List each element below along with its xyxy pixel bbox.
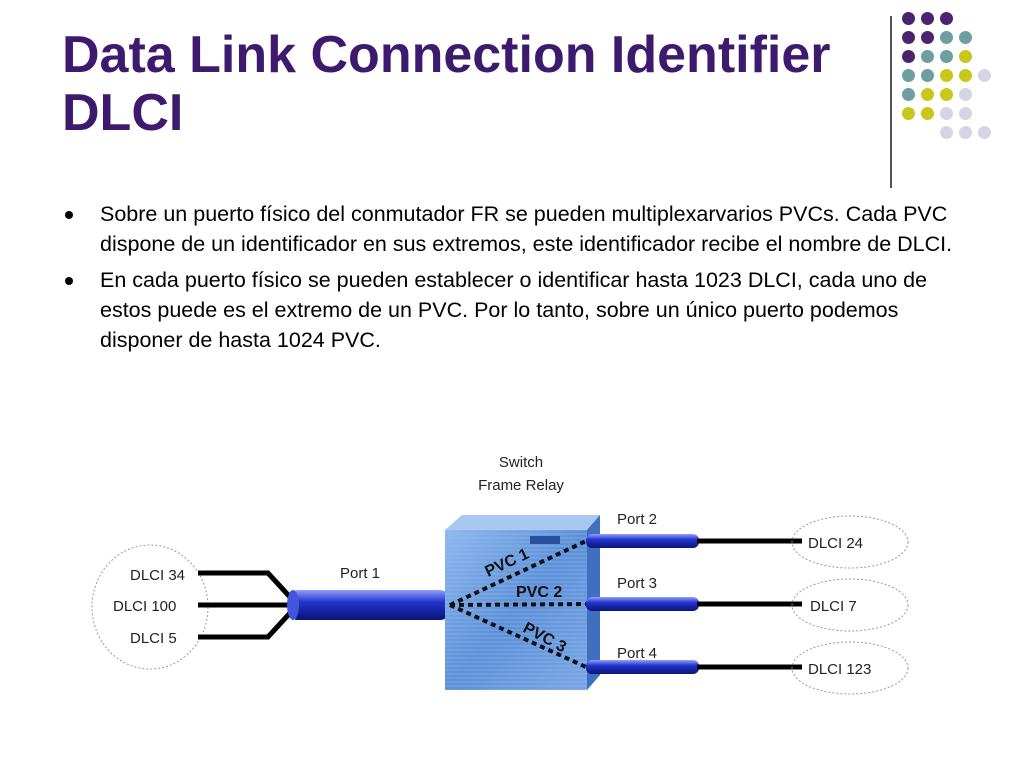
right-dlci-ellipse [791, 515, 909, 569]
port4-label: Port 4 [617, 645, 657, 662]
decor-dot [940, 69, 953, 82]
decor-dot [921, 12, 934, 25]
decor-dot [940, 126, 953, 139]
bullet-text: En cada puerto físico se pueden establec… [100, 268, 928, 352]
port2-label: Port 2 [617, 511, 657, 528]
decor-dot [940, 12, 953, 25]
decor-dot [959, 126, 972, 139]
title-line-1: Data Link Connection Identifier [62, 26, 831, 84]
decor-dot [940, 31, 953, 44]
port4-cable [586, 660, 699, 674]
switch-front-texture [445, 530, 587, 690]
port2-cable [586, 534, 699, 548]
bullet-item: Sobre un puerto físico del conmutador FR… [62, 199, 962, 259]
decor-dot [921, 31, 934, 44]
switch-top-face [445, 515, 600, 530]
left-dlci-label: DLCI 100 [113, 598, 176, 615]
bullet-list: Sobre un puerto físico del conmutador FR… [62, 199, 962, 361]
frame-relay-diagram: Switch Frame Relay DLCI 34 DLCI 100 DLCI… [91, 454, 909, 695]
title-line-2: DLCI [62, 84, 184, 142]
port3-label: Port 3 [617, 575, 657, 592]
switch-label-line-2: Frame Relay [478, 477, 564, 494]
decor-dot [902, 69, 915, 82]
decor-dot [959, 69, 972, 82]
decor-dot [902, 31, 915, 44]
decor-dot [921, 107, 934, 120]
decor-dot [921, 69, 934, 82]
decor-dot [959, 31, 972, 44]
title-divider-line [890, 16, 892, 188]
decor-dot [921, 50, 934, 63]
pvc2-label: PVC 2 [516, 584, 562, 601]
switch-display [530, 536, 560, 544]
bullet-text: Sobre un puerto físico del conmutador FR… [100, 202, 953, 256]
decor-dot [902, 50, 915, 63]
bullet-dot-icon [65, 277, 73, 285]
pvc2-path [449, 602, 587, 607]
bullet-item: En cada puerto físico se pueden establec… [62, 265, 962, 355]
decor-dot [902, 107, 915, 120]
decor-dot [959, 50, 972, 63]
decor-dot [921, 88, 934, 101]
right-dlci-label: DLCI 123 [808, 661, 871, 678]
left-wire-top [198, 570, 292, 599]
left-dlci-label: DLCI 5 [130, 630, 177, 647]
decor-dot [959, 107, 972, 120]
decor-dot [940, 50, 953, 63]
port1-label: Port 1 [340, 565, 380, 582]
left-wire-bottom [198, 611, 292, 640]
decor-dot [978, 69, 991, 82]
left-dlci-label: DLCI 34 [130, 567, 185, 584]
bullet-dot-icon [65, 211, 73, 219]
slide-title: Data Link Connection Identifier DLCI [62, 26, 882, 142]
pvc3-path [449, 603, 587, 669]
decor-dot [940, 107, 953, 120]
switch-label-line-1: Switch [499, 454, 543, 471]
pvc1-path [449, 539, 587, 607]
right-dlci-label: DLCI 24 [808, 535, 863, 552]
right-dlci-ellipse [791, 578, 909, 632]
port3-cable [586, 597, 699, 611]
decor-dot [978, 126, 991, 139]
decor-dot [902, 12, 915, 25]
decor-dot [959, 88, 972, 101]
port1-cable-end [287, 590, 299, 620]
decor-dot [940, 88, 953, 101]
port1-cable [288, 590, 450, 620]
decor-dot [902, 88, 915, 101]
right-dlci-label: DLCI 7 [810, 598, 857, 615]
right-dlci-ellipse [791, 641, 909, 695]
